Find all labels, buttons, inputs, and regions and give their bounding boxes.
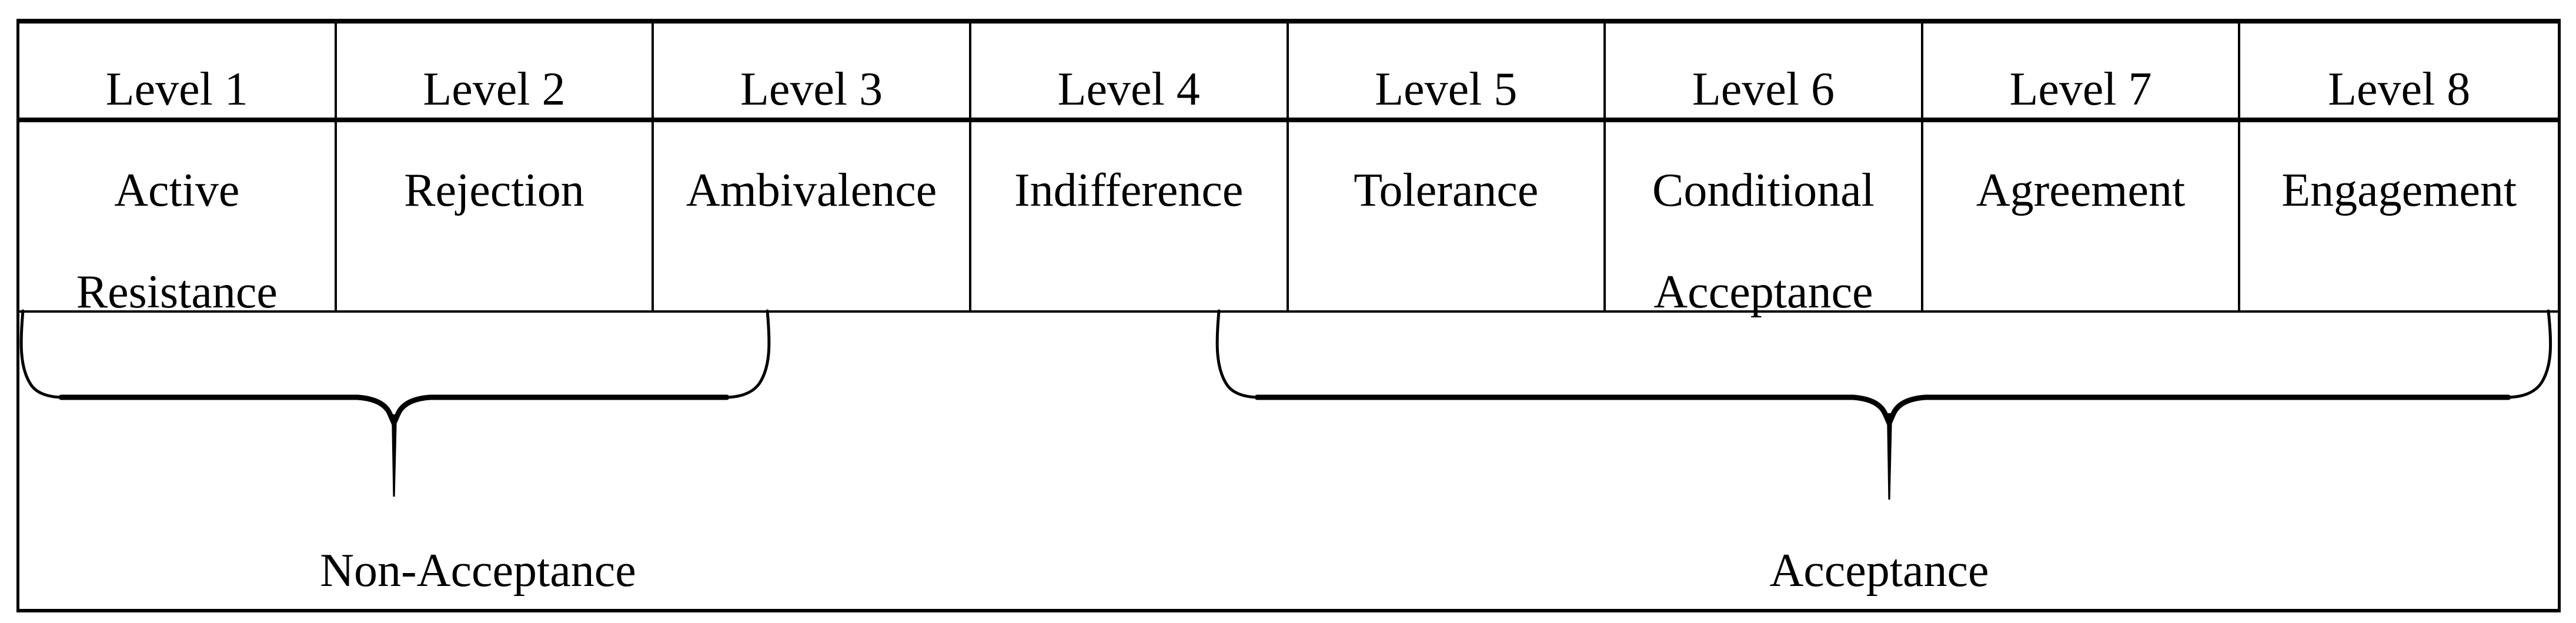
header-cell-level-5: Level 5 xyxy=(1289,24,1606,118)
table-bottom-line xyxy=(19,310,2558,313)
body-cell-engagement: Engagement xyxy=(2281,165,2517,216)
header-cell-level-7: Level 7 xyxy=(1923,24,2241,118)
body-cell-ambivalence: Ambivalence xyxy=(654,122,971,310)
levels-table: Level 1 Level 2 Level 3 Level 4 Level 5 … xyxy=(19,24,2558,318)
header-cell-level-3: Level 3 xyxy=(654,24,971,118)
non-acceptance-label: Non-Acceptance xyxy=(320,545,636,597)
header-cell-level-6: Level 6 xyxy=(1606,24,1923,118)
body-cell-indifference: Indifference xyxy=(971,122,1289,310)
body-cell-agreement: Agreement xyxy=(1923,122,2241,310)
body-cell-rejection: Rejection xyxy=(337,122,654,310)
body-cell-conditional-acceptance: Conditional Acceptance xyxy=(1606,122,1923,318)
header-cell-level-2: Level 2 xyxy=(337,24,654,118)
header-divider-line xyxy=(19,118,2558,122)
figure-border: Level 1 Level 2 Level 3 Level 4 Level 5 … xyxy=(16,19,2561,612)
header-cell-level-4: Level 4 xyxy=(971,24,1289,118)
header-cell-level-1: Level 1 xyxy=(19,24,337,118)
acceptance-label: Acceptance xyxy=(1769,545,1989,597)
body-cell-tolerance: Tolerance xyxy=(1289,122,1606,310)
body-cell-active-resistance: Active Resistance xyxy=(19,122,337,318)
header-cell-level-8: Level 8 xyxy=(2328,63,2471,115)
